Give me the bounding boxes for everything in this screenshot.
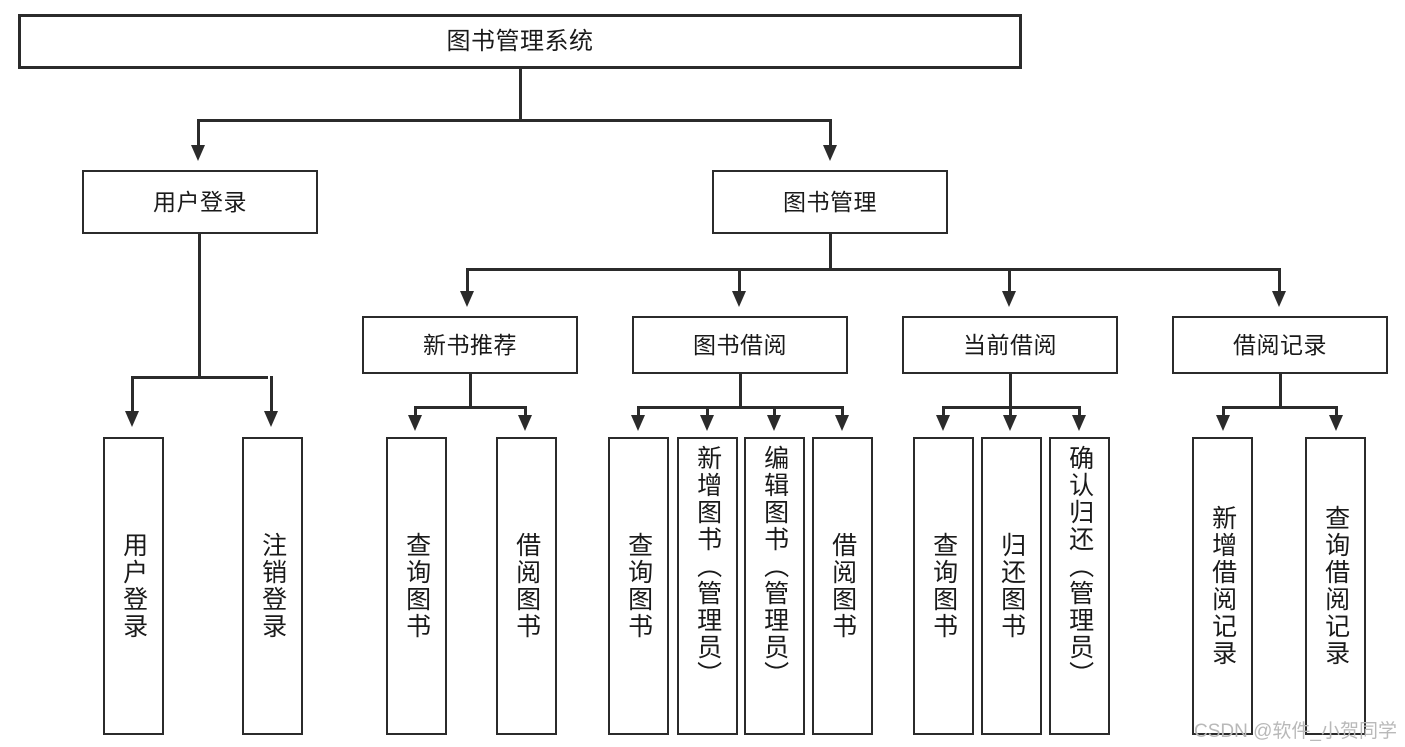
node-label: 借阅图书 <box>828 532 857 640</box>
leaf-current-borrow-2[interactable]: 确认归还（管理员） <box>1049 437 1110 735</box>
node-label: 当前借阅 <box>963 331 1057 358</box>
leaf-borrow-record-0[interactable]: 新增借阅记录 <box>1192 437 1253 735</box>
node-user-login[interactable]: 用户登录 <box>82 170 318 234</box>
edge-root-bus <box>197 119 831 122</box>
arrow-bm-to-book-borrow <box>732 291 746 307</box>
edge-root-stem <box>519 69 522 121</box>
node-new-book-recommend[interactable]: 新书推荐 <box>362 316 578 374</box>
edge-cb-to-leaf-1 <box>1009 406 1012 418</box>
edge-root-to-user-login <box>197 119 200 149</box>
node-book-management[interactable]: 图书管理 <box>712 170 948 234</box>
leaf-user-login-0[interactable]: 用户登录 <box>103 437 164 735</box>
edge-book-borrow-stem <box>739 374 742 408</box>
edge-borrow-record-stem <box>1279 374 1282 408</box>
arrow-bm-to-current-borrow <box>1002 291 1016 307</box>
leaf-user-login-1[interactable]: 注销登录 <box>242 437 303 735</box>
edge-bm-to-book-borrow <box>738 268 741 294</box>
edge-book-borrow-bus <box>637 406 843 409</box>
node-label: 查询图书 <box>929 532 958 640</box>
edge-bb-to-leaf-1 <box>706 406 709 418</box>
arrow-bb-to-leaf-0 <box>631 415 645 431</box>
edge-user-login-to-leaf-1 <box>270 376 273 414</box>
node-label: 图书管理系统 <box>446 27 594 55</box>
node-label: 新书推荐 <box>423 331 517 358</box>
arrow-bm-to-borrow-record <box>1272 291 1286 307</box>
leaf-new-book-0[interactable]: 查询图书 <box>386 437 447 735</box>
edge-bm-to-borrow-record <box>1278 268 1281 294</box>
watermark-text: CSDN @软件_小贺同学 <box>1194 721 1397 742</box>
node-current-borrow[interactable]: 当前借阅 <box>902 316 1118 374</box>
arrow-br-to-leaf-0 <box>1216 415 1230 431</box>
arrow-bb-to-leaf-3 <box>835 415 849 431</box>
edge-new-book-bus <box>414 406 526 409</box>
edge-cb-to-leaf-2 <box>1078 406 1081 418</box>
node-label: 确认归还（管理员） <box>1065 445 1094 688</box>
node-label: 查询图书 <box>402 532 431 640</box>
arrow-nb-to-leaf-1 <box>518 415 532 431</box>
arrow-user-login-to-leaf-0 <box>125 411 139 427</box>
edge-new-book-stem <box>469 374 472 408</box>
arrow-nb-to-leaf-0 <box>408 415 422 431</box>
node-label: 用户登录 <box>153 188 247 215</box>
node-label: 新增图书（管理员） <box>693 445 722 688</box>
edge-root-to-book-manage <box>829 119 832 149</box>
leaf-borrow-record-1[interactable]: 查询借阅记录 <box>1305 437 1366 735</box>
edge-book-management-stem <box>829 234 832 270</box>
edge-bm-to-current-borrow <box>1008 268 1011 294</box>
edge-cb-to-leaf-0 <box>942 406 945 418</box>
arrow-bm-to-new-book <box>460 291 474 307</box>
edge-bb-to-leaf-2 <box>773 406 776 418</box>
edge-current-borrow-bus <box>942 406 1081 409</box>
leaf-book-borrow-2[interactable]: 编辑图书（管理员） <box>744 437 805 735</box>
leaf-new-book-1[interactable]: 借阅图书 <box>496 437 557 735</box>
node-label: 用户登录 <box>119 532 148 640</box>
edge-nb-to-leaf-1 <box>524 406 527 418</box>
arrow-cb-to-leaf-0 <box>936 415 950 431</box>
leaf-current-borrow-0[interactable]: 查询图书 <box>913 437 974 735</box>
edge-br-to-leaf-1 <box>1335 406 1338 418</box>
arrow-user-login-to-leaf-1 <box>264 411 278 427</box>
node-label: 注销登录 <box>258 532 287 640</box>
node-root-system[interactable]: 图书管理系统 <box>18 14 1022 69</box>
edge-user-login-stem <box>198 234 201 378</box>
arrow-cb-to-leaf-1 <box>1003 415 1017 431</box>
node-borrow-record[interactable]: 借阅记录 <box>1172 316 1388 374</box>
node-label: 借阅图书 <box>512 532 541 640</box>
edge-borrow-record-bus <box>1222 406 1337 409</box>
edge-nb-to-leaf-0 <box>414 406 417 418</box>
arrow-br-to-leaf-1 <box>1329 415 1343 431</box>
node-label: 查询借阅记录 <box>1321 505 1350 667</box>
node-label: 图书管理 <box>783 188 877 215</box>
edge-br-to-leaf-0 <box>1222 406 1225 418</box>
arrow-root-to-book-manage <box>823 145 837 161</box>
node-label: 查询图书 <box>624 532 653 640</box>
arrow-bb-to-leaf-1 <box>700 415 714 431</box>
leaf-book-borrow-1[interactable]: 新增图书（管理员） <box>677 437 738 735</box>
leaf-book-borrow-0[interactable]: 查询图书 <box>608 437 669 735</box>
edge-bb-to-leaf-0 <box>637 406 640 418</box>
edge-book-management-bus <box>466 268 1280 271</box>
edge-user-login-to-leaf-0 <box>131 376 134 414</box>
leaf-current-borrow-1[interactable]: 归还图书 <box>981 437 1042 735</box>
node-label: 编辑图书（管理员） <box>760 445 789 688</box>
node-book-borrow[interactable]: 图书借阅 <box>632 316 848 374</box>
edge-bb-to-leaf-3 <box>841 406 844 418</box>
edge-current-borrow-stem <box>1009 374 1012 408</box>
leaf-book-borrow-3[interactable]: 借阅图书 <box>812 437 873 735</box>
edge-user-login-bus <box>131 376 268 379</box>
edge-bm-to-new-book <box>466 268 469 294</box>
arrow-root-to-user-login <box>191 145 205 161</box>
node-label: 借阅记录 <box>1233 331 1327 358</box>
node-label: 新增借阅记录 <box>1208 505 1237 667</box>
arrow-cb-to-leaf-2 <box>1072 415 1086 431</box>
arrow-bb-to-leaf-2 <box>767 415 781 431</box>
node-label: 图书借阅 <box>693 331 787 358</box>
node-label: 归还图书 <box>997 532 1026 640</box>
